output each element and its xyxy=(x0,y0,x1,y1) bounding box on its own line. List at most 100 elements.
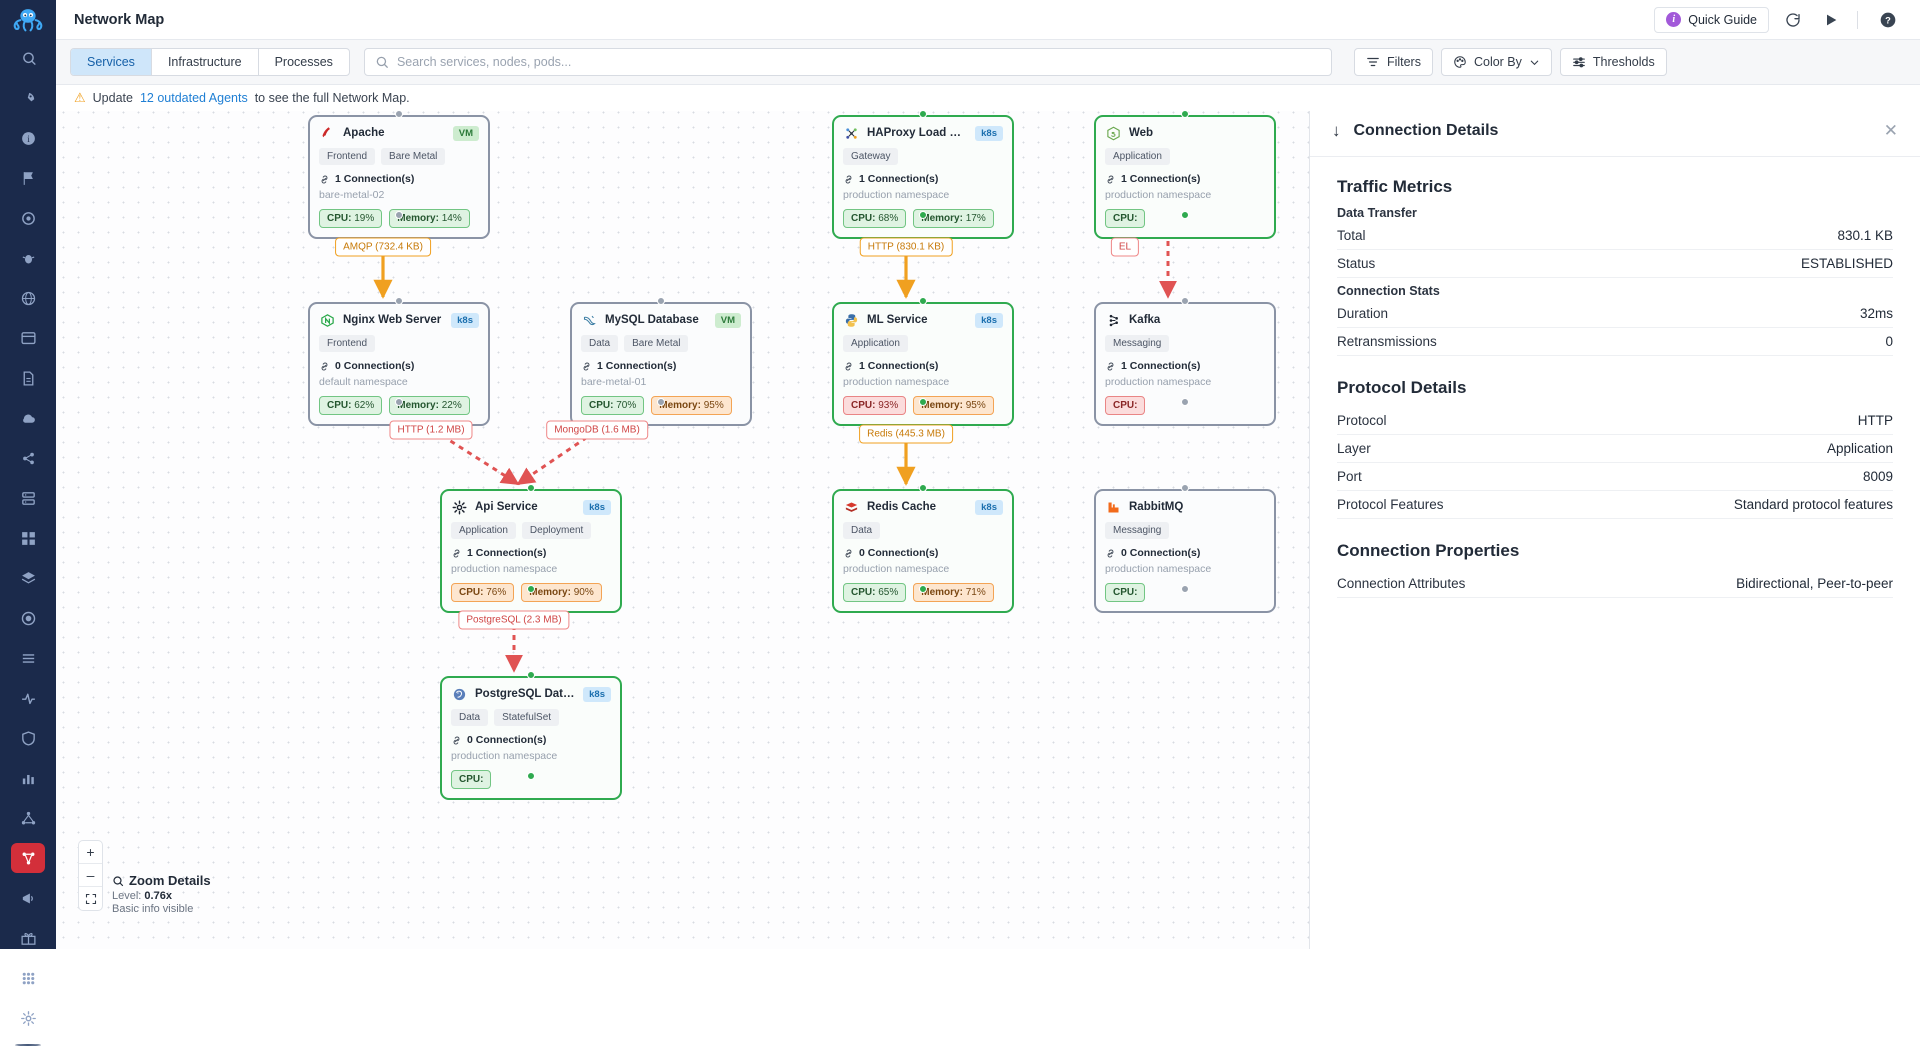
node-port-bottom[interactable] xyxy=(657,398,665,406)
record-icon[interactable] xyxy=(11,603,45,633)
refresh-icon[interactable] xyxy=(1779,6,1807,34)
flag-icon[interactable] xyxy=(11,163,45,193)
node-port-top[interactable] xyxy=(919,110,927,118)
node-port-top[interactable] xyxy=(657,297,665,305)
link-icon xyxy=(581,361,592,372)
fit-screen-icon[interactable] xyxy=(79,887,102,910)
cloud-icon[interactable] xyxy=(11,403,45,433)
thresholds-button[interactable]: Thresholds xyxy=(1560,48,1667,76)
shield-icon[interactable] xyxy=(11,723,45,753)
palette-icon xyxy=(1453,55,1467,69)
edge-label[interactable]: Redis (445.3 MB) xyxy=(859,425,953,444)
play-icon[interactable] xyxy=(1817,6,1845,34)
quick-guide-button[interactable]: i Quick Guide xyxy=(1654,7,1769,33)
node-port-bottom[interactable] xyxy=(1181,211,1189,219)
search-box[interactable] xyxy=(364,48,1332,76)
section-subheading: Connection Stats xyxy=(1337,284,1893,298)
node-port-bottom[interactable] xyxy=(395,398,403,406)
node-tag: Data xyxy=(581,335,618,352)
node-port-top[interactable] xyxy=(527,671,535,679)
svg-text:i: i xyxy=(27,134,30,144)
rocket-icon[interactable] xyxy=(11,83,45,113)
edge-label[interactable]: HTTP (830.1 KB) xyxy=(860,238,953,257)
node-port-top[interactable] xyxy=(919,484,927,492)
node-port-top[interactable] xyxy=(1181,110,1189,118)
megaphone-icon[interactable] xyxy=(11,883,45,913)
zoom-in-button[interactable]: + xyxy=(79,841,102,864)
node-port-bottom[interactable] xyxy=(1181,585,1189,593)
color-by-button[interactable]: Color By xyxy=(1441,48,1552,76)
edge-label[interactable]: AMQP (732.4 KB) xyxy=(335,238,431,257)
network-icon[interactable] xyxy=(11,803,45,833)
network-map-icon[interactable] xyxy=(11,843,45,873)
link-icon xyxy=(843,548,854,559)
zoom-out-button[interactable]: – xyxy=(79,864,102,887)
apps-icon[interactable] xyxy=(11,963,45,993)
document-icon[interactable] xyxy=(11,363,45,393)
arrow-down-icon[interactable]: ↓ xyxy=(1332,121,1341,141)
share-icon[interactable] xyxy=(11,443,45,473)
node-connections: 1 Connection(s) xyxy=(843,360,1003,372)
layers-icon[interactable] xyxy=(11,563,45,593)
grid-icon[interactable] xyxy=(11,523,45,553)
node-port-bottom[interactable] xyxy=(527,585,535,593)
zoom-controls[interactable]: + – xyxy=(78,840,103,911)
node-port-bottom[interactable] xyxy=(527,772,535,780)
window-icon[interactable] xyxy=(11,323,45,353)
node-port-top[interactable] xyxy=(1181,297,1189,305)
edge-label[interactable]: MongoDB (1.6 MB) xyxy=(546,421,648,440)
filters-button[interactable]: Filters xyxy=(1354,48,1433,76)
node-port-bottom[interactable] xyxy=(919,211,927,219)
node-tag: Bare Metal xyxy=(381,148,445,165)
server-icon[interactable] xyxy=(11,483,45,513)
link-icon xyxy=(1105,548,1116,559)
list-icon[interactable] xyxy=(11,643,45,673)
link-icon xyxy=(451,548,462,559)
edge-label[interactable]: PostgreSQL (2.3 MB) xyxy=(458,611,569,630)
panel-title: Connection Details xyxy=(1354,122,1871,140)
node-port-bottom[interactable] xyxy=(919,398,927,406)
activity-icon[interactable] xyxy=(11,683,45,713)
help-circle-icon[interactable]: ? xyxy=(1874,6,1902,34)
node-port-top[interactable] xyxy=(395,110,403,118)
close-icon[interactable]: ✕ xyxy=(1884,121,1898,141)
node-port-top[interactable] xyxy=(527,484,535,492)
bug-icon[interactable] xyxy=(11,243,45,273)
search-icon[interactable] xyxy=(11,43,45,73)
node-port-bottom[interactable] xyxy=(395,211,403,219)
globe-icon[interactable] xyxy=(11,283,45,313)
edge-label[interactable]: EL xyxy=(1111,238,1139,257)
search-icon xyxy=(112,875,124,887)
target-icon[interactable] xyxy=(11,203,45,233)
node-port-top[interactable] xyxy=(395,297,403,305)
tab-infrastructure[interactable]: Infrastructure xyxy=(152,49,259,75)
gear-icon[interactable] xyxy=(11,1003,45,1033)
octopus-logo[interactable] xyxy=(0,4,56,38)
node-port-top[interactable] xyxy=(1181,484,1189,492)
node-port-bottom[interactable] xyxy=(1181,398,1189,406)
outdated-agents-link[interactable]: 12 outdated Agents xyxy=(140,91,248,105)
chart-icon[interactable] xyxy=(11,763,45,793)
node-port-top[interactable] xyxy=(919,297,927,305)
nginx-icon xyxy=(319,312,335,328)
tab-processes[interactable]: Processes xyxy=(259,49,349,75)
edge-label[interactable]: HTTP (1.2 MB) xyxy=(389,421,472,440)
node-postgres[interactable]: PostgreSQL Databasek8sDataStatefulSet0 C… xyxy=(440,676,622,800)
tab-services[interactable]: Services xyxy=(71,49,152,75)
info-circle-icon[interactable]: i xyxy=(11,123,45,153)
search-input[interactable] xyxy=(397,55,1321,69)
node-port-bottom[interactable] xyxy=(919,585,927,593)
